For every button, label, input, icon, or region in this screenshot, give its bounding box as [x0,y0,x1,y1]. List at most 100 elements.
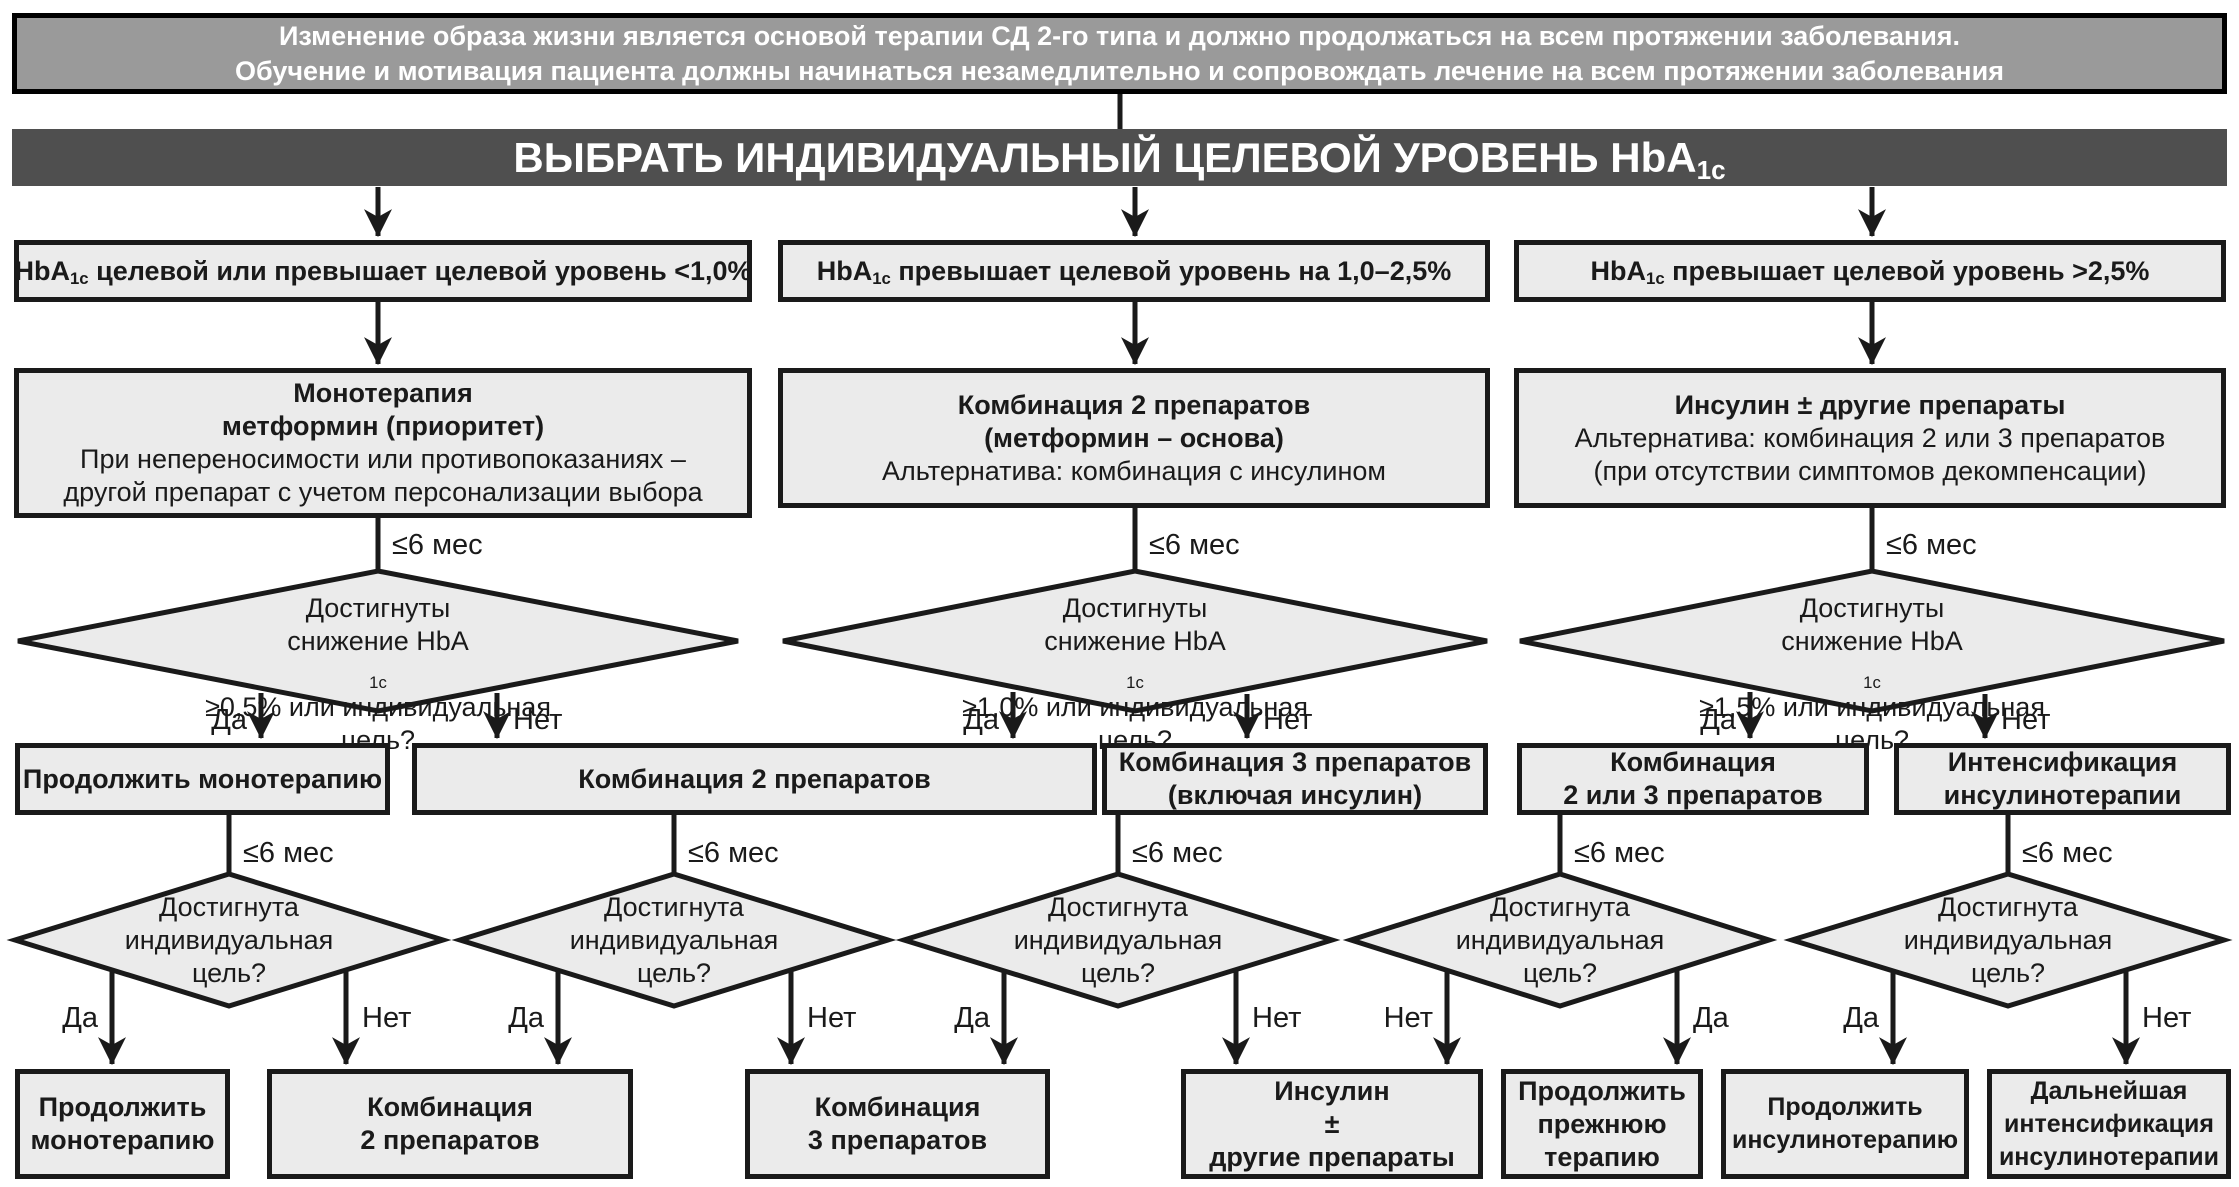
connector-lines [98,94,2140,1066]
no-label: Нет [1252,1002,1302,1034]
therapy-box-2-drugs: Комбинация 2 препаратов (метформин – осн… [778,368,1490,508]
no-label: Нет [362,1002,412,1034]
final-box-continue-monotherapy: Продолжить монотерапию [15,1069,230,1179]
text-line: терапию [1544,1141,1660,1172]
yes-label: Да [1700,704,1736,736]
final-box-continue-previous-therapy: Продолжить прежнюю терапию [1501,1069,1703,1179]
text-line: Инсулин ± другие препараты [1674,389,2066,420]
condition-box-exceed-1-0-2-5: HbA1c превышает целевой уровень на 1,0–2… [778,240,1490,302]
text-line: 3 препаратов [807,1125,988,1155]
text-line: Комбинация 2 препаратов [578,763,931,794]
text-line: Продолжить монотерапию [22,763,383,794]
text-line: Монотерапия [293,378,473,408]
text-line: ± [1324,1108,1340,1139]
hba1c-subscript: 1c [1696,154,1726,185]
text-line: (метформин – основа) [984,422,1284,453]
text-line: Интенсификация [1947,747,2178,777]
final-box-combination-2-drugs: Комбинация 2 препаратов [267,1069,633,1179]
decision-diamond-hba-1-5 [1519,568,2225,714]
no-label: Нет [2001,704,2051,736]
mid-box-insulin-intensification: Интенсификация инсулинотерапии [1894,743,2231,815]
interval-label: ≤6 мес [1132,837,1223,869]
text-line: Комбинация [367,1092,533,1122]
final-box-further-insulin-intensification: Дальнейшая интенсификация инсулинотерапи… [1987,1069,2231,1179]
decision-diamond-hba-1-0 [782,568,1488,714]
text-line: Продолжить [1767,1093,1923,1121]
decision-diamond-goal-5 [1783,871,2233,1009]
lifestyle-banner: Изменение образа жизни является основой … [12,13,2227,94]
condition-box-target-lt-1-0: HbA1c целевой или превышает целевой уров… [14,240,752,302]
final-box-insulin-other-drugs: Инсулин ± другие препараты [1181,1069,1483,1179]
condition-text: HbA1c превышает целевой уровень на 1,0–2… [816,255,1452,289]
title-banner-text: ВЫБРАТЬ ИНДИВИДУАЛЬНЫЙ ЦЕЛЕВОЙ УРОВЕНЬ H… [513,133,1726,185]
condition-text: HbA1c превышает целевой уровень >2,5% [1590,255,2150,289]
no-label: Нет [2142,1002,2192,1034]
text-line: Дальнейшая [2030,1076,2188,1105]
yes-label: Да [62,1002,98,1034]
text-line: Альтернатива: комбинация 2 или 3 препара… [1574,422,2166,453]
mid-box-combination-2-drugs: Комбинация 2 препаратов [412,743,1097,815]
lifestyle-banner-line1: Изменение образа жизни является основой … [278,20,1961,51]
text-line: (включая инсулин) [1167,780,1423,810]
text-line: Комбинация [814,1092,981,1122]
final-box-combination-3-drugs: Комбинация 3 препаратов [745,1069,1050,1179]
no-label: Нет [807,1002,857,1034]
yes-label: Да [963,704,999,736]
text-line: (при отсутствии симптомов декомпенсации) [1593,455,2147,486]
final-box-continue-insulin-therapy: Продолжить инсулинотерапию [1721,1069,1969,1179]
decision-diamond-goal-2 [451,871,897,1009]
text-line: метформин (приоритет) [221,411,545,441]
text-line: Инсулин [1274,1075,1390,1106]
decision-diamond-hba-0-5 [17,568,739,714]
text-line: Комбинация 3 препаратов [1118,747,1472,777]
text-line: При непереносимости или противопоказания… [80,444,686,474]
mid-box-combination-3-drugs: Комбинация 3 препаратов (включая инсулин… [1102,743,1488,815]
text-line: инсулинотерапии [1998,1142,2220,1171]
text-line: интенсификация [2004,1109,2214,1138]
text-line: Комбинация [1610,747,1776,777]
text-line: Альтернатива: комбинация с инсулином [882,455,1386,486]
yes-label: Да [954,1002,990,1034]
interval-label: ≤6 мес [243,837,334,869]
yes-label: Да [508,1002,544,1034]
mid-box-continue-monotherapy: Продолжить монотерапию [15,743,390,815]
yes-label: Да [1843,1002,1879,1034]
decision-diamond-goal-1 [6,871,452,1009]
yes-label: Да [1693,1002,1729,1034]
decision-diamond-goal-4 [1342,871,1778,1009]
therapy-box-monotherapy: Монотерапия метформин (приоритет) При не… [14,368,752,518]
no-label: Нет [1263,704,1313,736]
interval-label: ≤6 мес [392,529,483,561]
interval-label: ≤6 мес [688,837,779,869]
text-line: другой препарат с учетом персонализации … [63,477,703,507]
text-line: 2 препаратов [360,1125,540,1155]
no-label: Нет [1383,1002,1433,1034]
text-line: Продолжить [1518,1075,1686,1106]
condition-box-exceed-gt-2-5: HbA1c превышает целевой уровень >2,5% [1514,240,2226,302]
text-line: инсулинотерапии [1943,780,2182,810]
mid-box-combination-2-or-3: Комбинация 2 или 3 препаратов [1517,743,1869,815]
title-banner: ВЫБРАТЬ ИНДИВИДУАЛЬНЫЙ ЦЕЛЕВОЙ УРОВЕНЬ H… [12,129,2227,186]
condition-text: HbA1c целевой или превышает целевой уров… [14,255,752,289]
interval-label: ≤6 мес [1886,529,1977,561]
decision-diamond-goal-3 [895,871,1341,1009]
text-line: инсулинотерапию [1731,1126,1959,1154]
text-line: другие препараты [1209,1141,1455,1172]
text-line: прежнюю [1537,1108,1667,1139]
lifestyle-banner-line2: Обучение и мотивация пациента должны нач… [235,55,2004,86]
text-line: Комбинация 2 препаратов [957,389,1311,420]
text-line: 2 или 3 препаратов [1563,780,1823,810]
yes-label: Да [211,704,247,736]
text-line: Продолжить [38,1092,207,1122]
text-line: монотерапию [30,1125,215,1155]
interval-label: ≤6 мес [1574,837,1665,869]
no-label: Нет [513,704,563,736]
